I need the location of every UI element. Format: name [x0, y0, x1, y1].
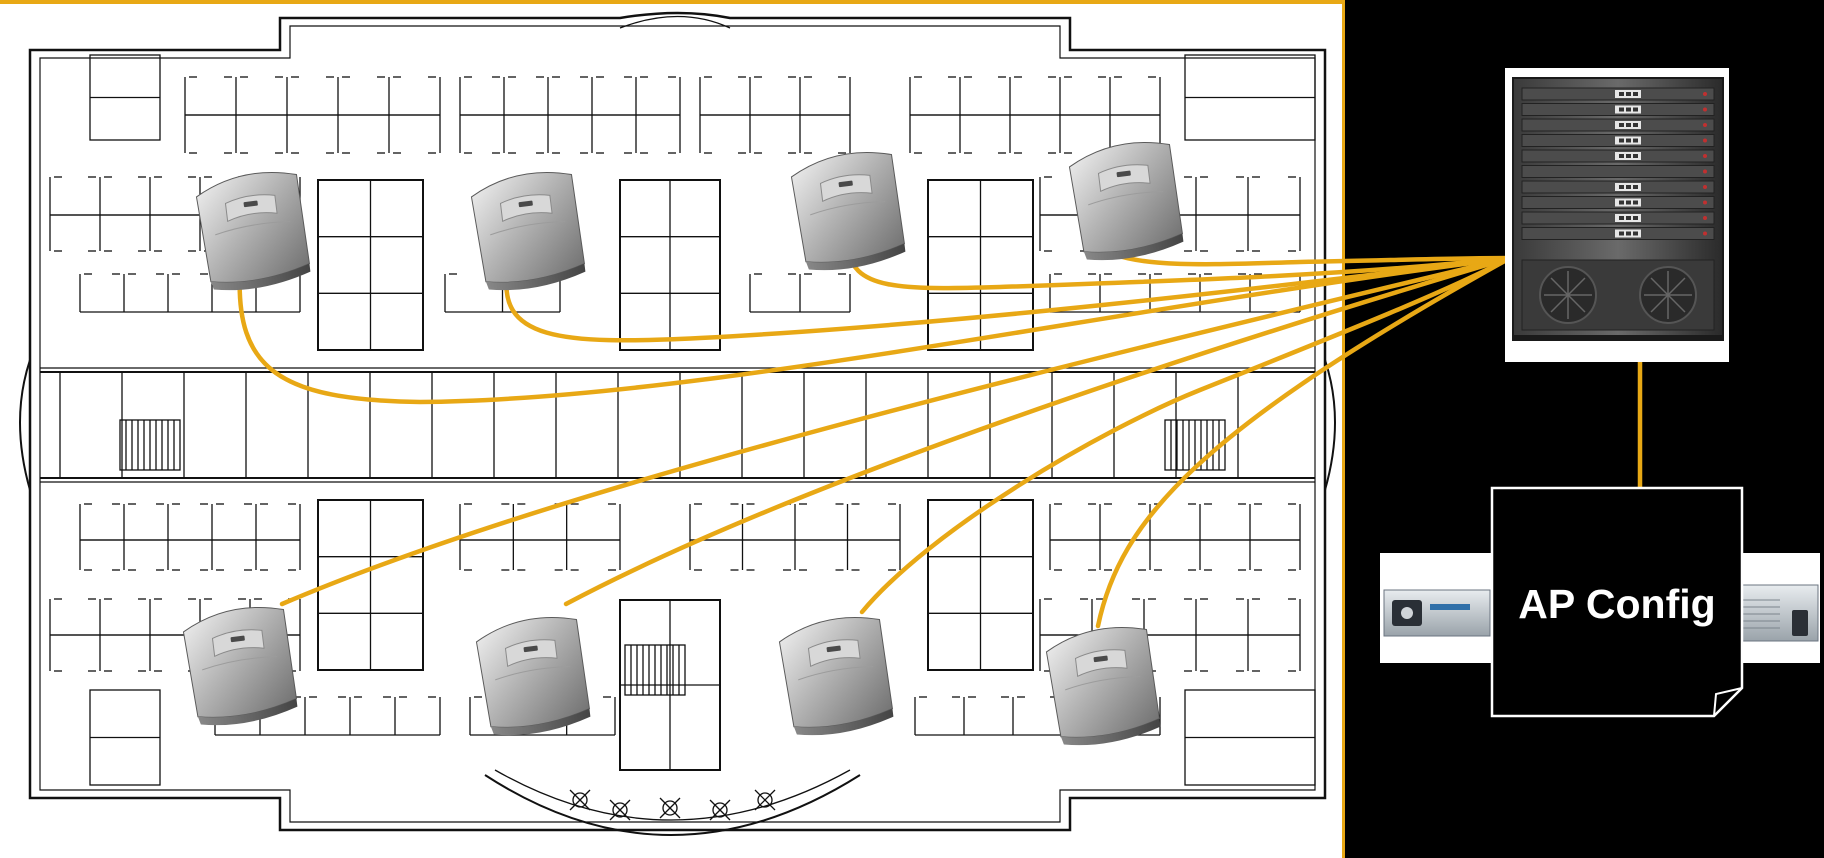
controller: AP Config: [1380, 488, 1820, 716]
wireless-access-point-icon: [790, 148, 907, 274]
wireless-access-point-icon: [195, 168, 312, 294]
wireless-access-point-icon: [475, 613, 592, 739]
ap-config-document: AP Config: [1492, 488, 1742, 716]
wireless-access-point-icon: [470, 168, 587, 294]
wireless-access-point-icon: [778, 613, 895, 739]
modular-switch-chassis-icon: [1505, 68, 1729, 362]
wireless-access-point-icon: [1068, 138, 1185, 264]
wireless-access-point-icon: [182, 603, 299, 729]
floor-plan-frame: [1342, 0, 1345, 858]
floor-plan-frame-top: [0, 0, 1343, 4]
wireless-access-point-icon: [1045, 623, 1162, 749]
document-label: AP Config: [1518, 581, 1715, 627]
rack-server-icon: [1380, 553, 1492, 663]
